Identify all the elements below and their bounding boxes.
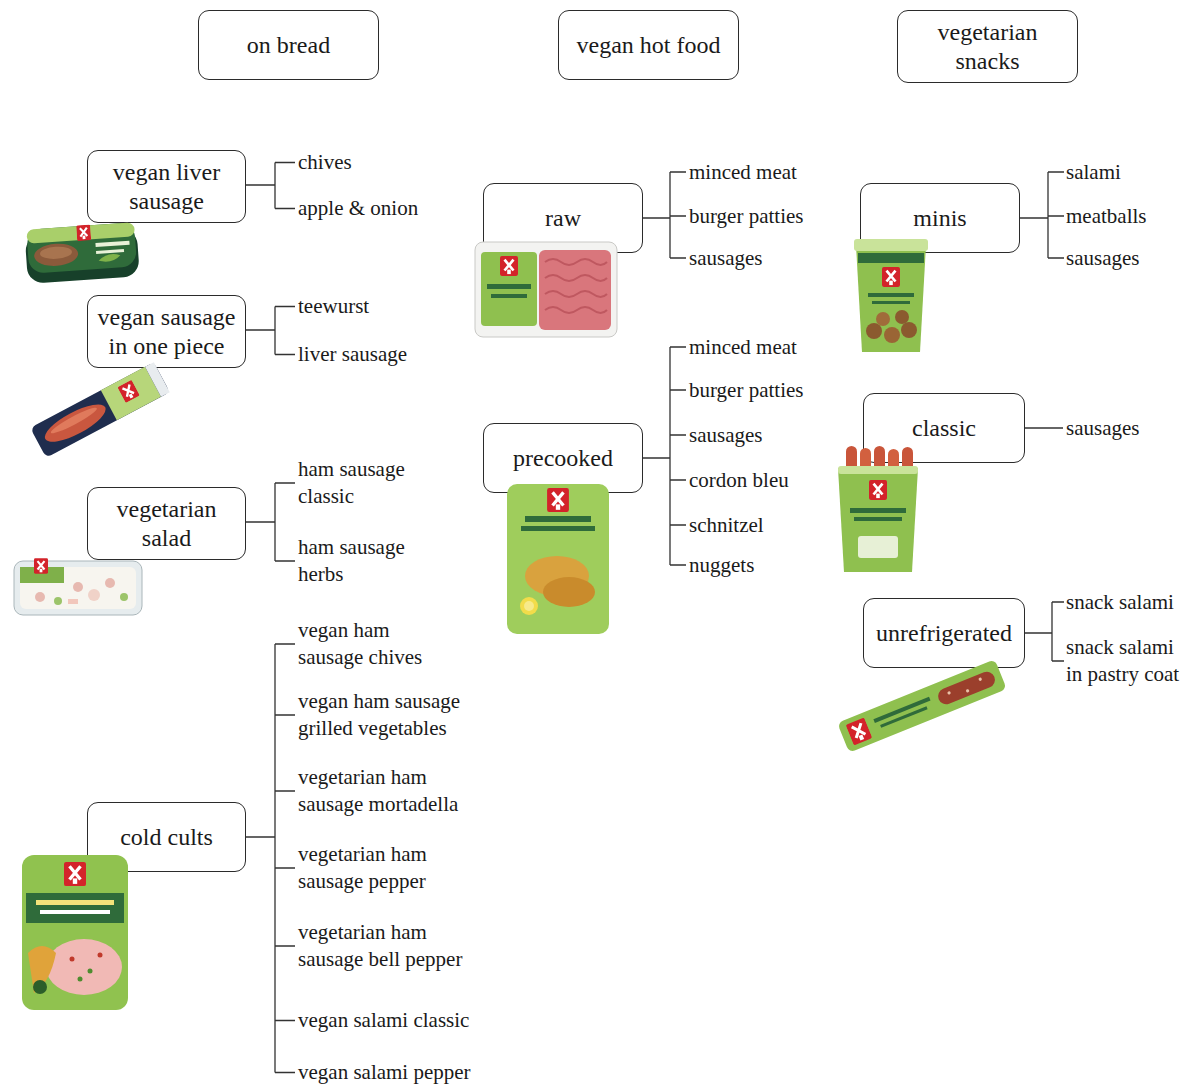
variant-label: teewurst (298, 293, 369, 320)
variant-label: ham sausage classic (298, 456, 428, 510)
category-title: on bread (247, 31, 330, 60)
variant-label: vegan ham sausage grilled vegetables (298, 688, 483, 742)
variant-label: minced meat (689, 159, 797, 186)
variant-label: minced meat (689, 334, 797, 361)
product-photo (24, 221, 140, 283)
variant-label: vegetarian ham sausage bell pepper (298, 919, 483, 973)
product-group-title: cold cults (120, 823, 213, 852)
variant-label: vegetarian ham sausage mortadella (298, 764, 483, 818)
category-box: vegetarian snacks (897, 10, 1078, 83)
variant-label: vegetarian ham sausage pepper (298, 841, 483, 895)
category-box: on bread (198, 10, 379, 80)
product-group-title: unrefrigerated (876, 619, 1012, 648)
variant-label: vegan salami pepper (298, 1059, 471, 1086)
category-title: vegetarian snacks (907, 18, 1069, 76)
product-group-box: vegan sausage in one piece (87, 295, 246, 368)
product-group-box: classic (863, 393, 1025, 463)
product-group-title: vegan sausage in one piece (97, 303, 237, 361)
product-photo (837, 659, 1007, 752)
product-photo (14, 558, 142, 615)
variant-label: sausages (689, 245, 762, 272)
variant-label: burger patties (689, 203, 804, 230)
product-group-box: vegan liver sausage (87, 150, 246, 223)
product-group-title: precooked (513, 444, 613, 473)
product-group-title: vegan liver sausage (97, 158, 237, 216)
product-photo (30, 362, 170, 458)
category-title: vegan hot food (577, 31, 721, 60)
product-photo (854, 239, 928, 352)
variant-label: meatballs (1066, 203, 1146, 230)
product-photo (22, 855, 128, 1010)
variant-label: liver sausage (298, 341, 407, 368)
product-group-box: precooked (483, 423, 643, 493)
product-photo (838, 446, 918, 572)
variant-label: sausages (689, 422, 762, 449)
product-photo (507, 484, 609, 634)
variant-label: sausages (1066, 415, 1139, 442)
product-group-title: vegetarian salad (97, 495, 237, 553)
variant-label: snack salami in pastry coat (1066, 634, 1188, 688)
variant-label: nuggets (689, 552, 754, 579)
variant-label: vegan ham sausage chives (298, 617, 443, 671)
product-group-title: raw (545, 204, 581, 233)
variant-label: sausages (1066, 245, 1139, 272)
variant-label: schnitzel (689, 512, 764, 539)
category-box: vegan hot food (558, 10, 739, 80)
variant-label: chives (298, 149, 352, 176)
variant-label: cordon bleu (689, 467, 789, 494)
product-group-box: vegetarian salad (87, 487, 246, 560)
product-group-title: classic (912, 414, 976, 443)
variant-label: vegan salami classic (298, 1007, 469, 1034)
bracket-group (246, 163, 1064, 1073)
variant-label: salami (1066, 159, 1121, 186)
variant-label: burger patties (689, 377, 804, 404)
variant-label: apple & onion (298, 195, 418, 222)
variant-label: ham sausage herbs (298, 534, 428, 588)
product-group-title: minis (913, 204, 966, 233)
variant-label: snack salami (1066, 589, 1174, 616)
product-photo (475, 242, 617, 337)
product-group-box: unrefrigerated (863, 598, 1025, 668)
